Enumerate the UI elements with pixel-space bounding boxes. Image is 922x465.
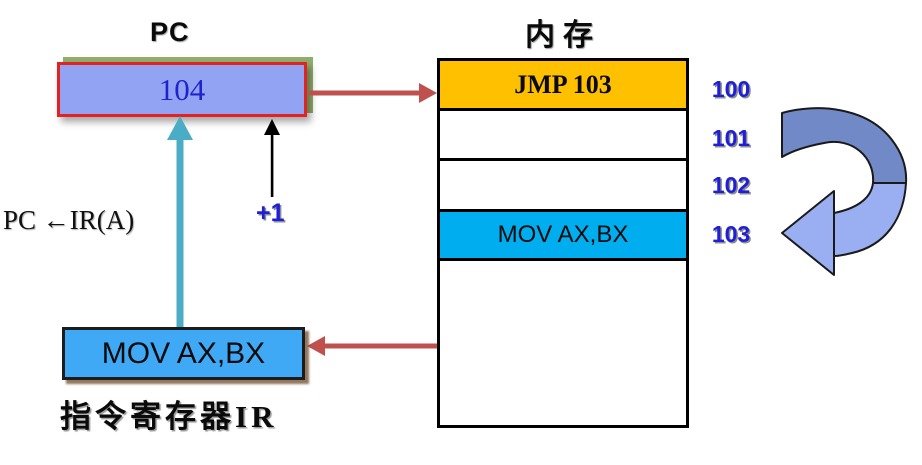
jump-cycle-arrow-icon (781, 107, 908, 276)
memory-cell-102 (440, 161, 686, 212)
address-label-100: 100 (711, 76, 751, 102)
memory-cell-101 (440, 111, 686, 161)
pc-title: PC (150, 17, 190, 47)
update-pc-arrow-icon (167, 116, 193, 328)
memory-cell-103-content: MOV AX,BX (497, 221, 629, 248)
pc-assign-label: PC ←IR(A) (3, 205, 135, 235)
address-label-102: 102 (711, 172, 751, 198)
memory-title: 内存 (525, 19, 601, 52)
memory-cell-103: MOV AX,BX (440, 212, 686, 261)
instruction-register-box: MOV AX,BX (62, 327, 305, 380)
address-label-103: 103 (711, 221, 751, 247)
pc-register-box: 104 (57, 62, 307, 117)
address-label-101: 101 (711, 125, 751, 151)
fetch-arrow-icon (309, 83, 437, 103)
memory-cell-bottom (440, 261, 686, 425)
memory-cell-100-content: JMP 103 (514, 69, 612, 99)
load-ir-arrow-icon (307, 336, 437, 356)
ir-value: MOV AX,BX (101, 336, 266, 370)
ir-caption: 指令寄存器IR (60, 399, 278, 434)
increment-label: +1 (256, 199, 285, 227)
memory-table: JMP 103 MOV AX,BX (437, 58, 689, 428)
increment-arrow-icon (264, 119, 280, 197)
memory-cell-100: JMP 103 (440, 61, 686, 111)
pc-value: 104 (158, 71, 206, 107)
